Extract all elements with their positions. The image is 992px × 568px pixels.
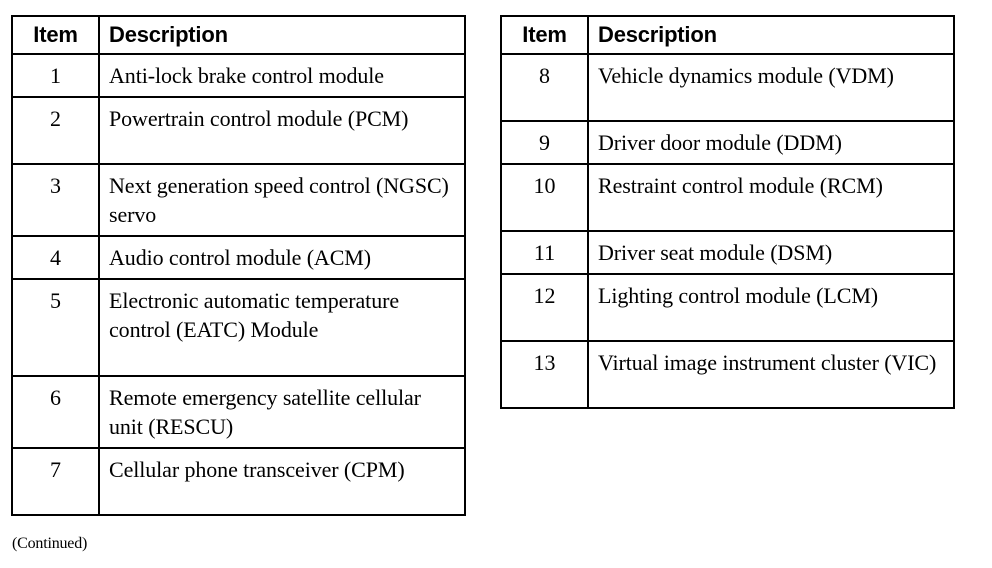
item-description: Vehicle dynamics module (VDM) [587, 53, 955, 122]
table-header-right: Item Description [500, 15, 955, 55]
item-description: Driver seat module (DSM) [587, 230, 955, 275]
table-row: 9 Driver door module (DDM) [500, 120, 955, 165]
table-row: 13 Virtual image instrument cluster (VIC… [500, 340, 955, 409]
column-header-item: Item [11, 15, 100, 55]
item-description: Driver door module (DDM) [587, 120, 955, 165]
table-row: 1 Anti-lock brake control module [11, 53, 466, 98]
item-description: Cellular phone transceiver (CPM) [98, 447, 466, 516]
item-number: 3 [11, 163, 100, 237]
table-row: 4 Audio control module (ACM) [11, 235, 466, 280]
column-header-item: Item [500, 15, 589, 55]
table-header-left: Item Description [11, 15, 466, 55]
item-number: 5 [11, 278, 100, 377]
item-number: 4 [11, 235, 100, 280]
table-row: 7 Cellular phone transceiver (CPM) [11, 447, 466, 516]
item-description: Electronic automatic temperature control… [98, 278, 466, 377]
module-table-right: Item Description 8 Vehicle dynamics modu… [500, 15, 955, 409]
table-header-row: Item Description [500, 15, 955, 55]
item-number: 11 [500, 230, 589, 275]
table-row: 5 Electronic automatic temperature contr… [11, 278, 466, 377]
table-row: 6 Remote emergency satellite cellular un… [11, 375, 466, 449]
table-row: 3 Next generation speed control (NGSC) s… [11, 163, 466, 237]
item-number: 6 [11, 375, 100, 449]
item-number: 1 [11, 53, 100, 98]
item-number: 8 [500, 53, 589, 122]
table-body-right: 8 Vehicle dynamics module (VDM) 9 Driver… [500, 53, 955, 409]
item-number: 13 [500, 340, 589, 409]
item-description: Powertrain control module (PCM) [98, 96, 466, 165]
table-row: 2 Powertrain control module (PCM) [11, 96, 466, 165]
item-number: 12 [500, 273, 589, 342]
item-description: Virtual image instrument cluster (VIC) [587, 340, 955, 409]
item-number: 2 [11, 96, 100, 165]
item-description: Next generation speed control (NGSC) ser… [98, 163, 466, 237]
table-row: 10 Restraint control module (RCM) [500, 163, 955, 232]
table-row: 8 Vehicle dynamics module (VDM) [500, 53, 955, 122]
item-description: Restraint control module (RCM) [587, 163, 955, 232]
item-description: Anti-lock brake control module [98, 53, 466, 98]
table-header-row: Item Description [11, 15, 466, 55]
item-number: 10 [500, 163, 589, 232]
table-row: 11 Driver seat module (DSM) [500, 230, 955, 275]
item-description: Audio control module (ACM) [98, 235, 466, 280]
module-table-left: Item Description 1 Anti-lock brake contr… [11, 15, 466, 516]
column-header-description: Description [98, 15, 466, 55]
table-body-left: 1 Anti-lock brake control module 2 Power… [11, 53, 466, 516]
item-description: Lighting control module (LCM) [587, 273, 955, 342]
table-row: 12 Lighting control module (LCM) [500, 273, 955, 342]
continued-note: (Continued) [12, 535, 88, 552]
item-number: 9 [500, 120, 589, 165]
item-description: Remote emergency satellite cellular unit… [98, 375, 466, 449]
column-header-description: Description [587, 15, 955, 55]
item-number: 7 [11, 447, 100, 516]
